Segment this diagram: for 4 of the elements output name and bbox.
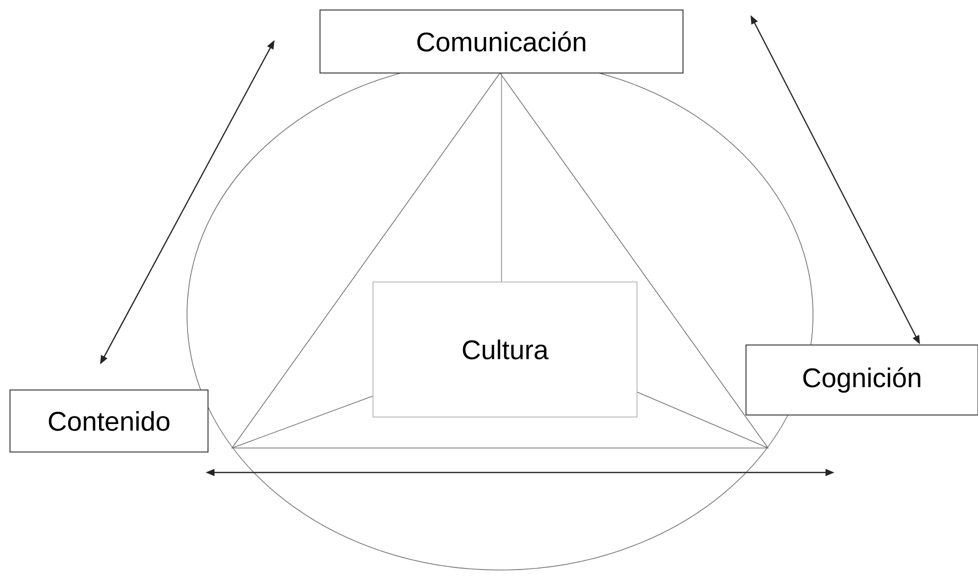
label-box: Contenido	[10, 390, 208, 452]
label-box: Cultura	[372, 282, 638, 418]
label-box: Cognición	[746, 344, 978, 416]
label-box: Comunicación	[320, 10, 684, 74]
